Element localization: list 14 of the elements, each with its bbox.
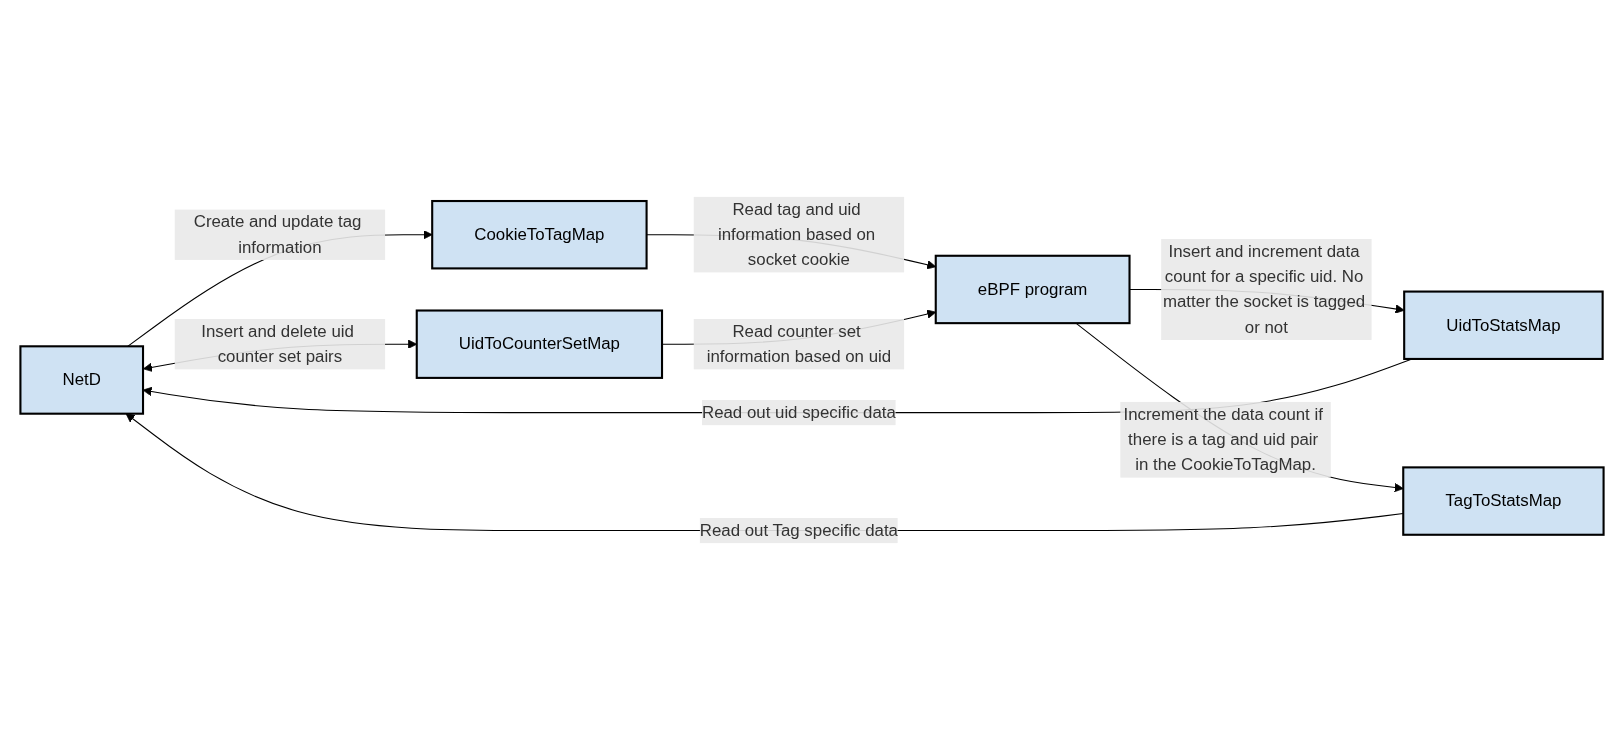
node-box: NetD — [18, 345, 144, 415]
node-box: eBPF program — [934, 254, 1131, 325]
edge-label: Read counter set information based on uid — [706, 322, 891, 366]
edge-label: Increment the data count if there is a tag and uid pair in the CookieToTagMap. — [1122, 405, 1323, 474]
node-box: UidToCounterSetMap — [415, 309, 663, 379]
node-box: TagToStatsMap — [1401, 466, 1605, 536]
edge-label: Read out uid specific data — [701, 403, 896, 422]
node-box: CookieToTagMap — [430, 199, 648, 270]
edge-label: Read tag and uid information based on socket cookie — [717, 199, 875, 269]
edge-label: Insert and delete uid counter set pairs — [200, 322, 354, 366]
edge-label: Insert and increment data count for a specific uid. No matter the socket is tagged or not — [1162, 242, 1365, 336]
node-box: UidToStatsMap — [1402, 290, 1604, 360]
edge-label: Create and update tag information — [193, 212, 361, 256]
edge-label: Read out Tag specific data — [699, 521, 898, 539]
